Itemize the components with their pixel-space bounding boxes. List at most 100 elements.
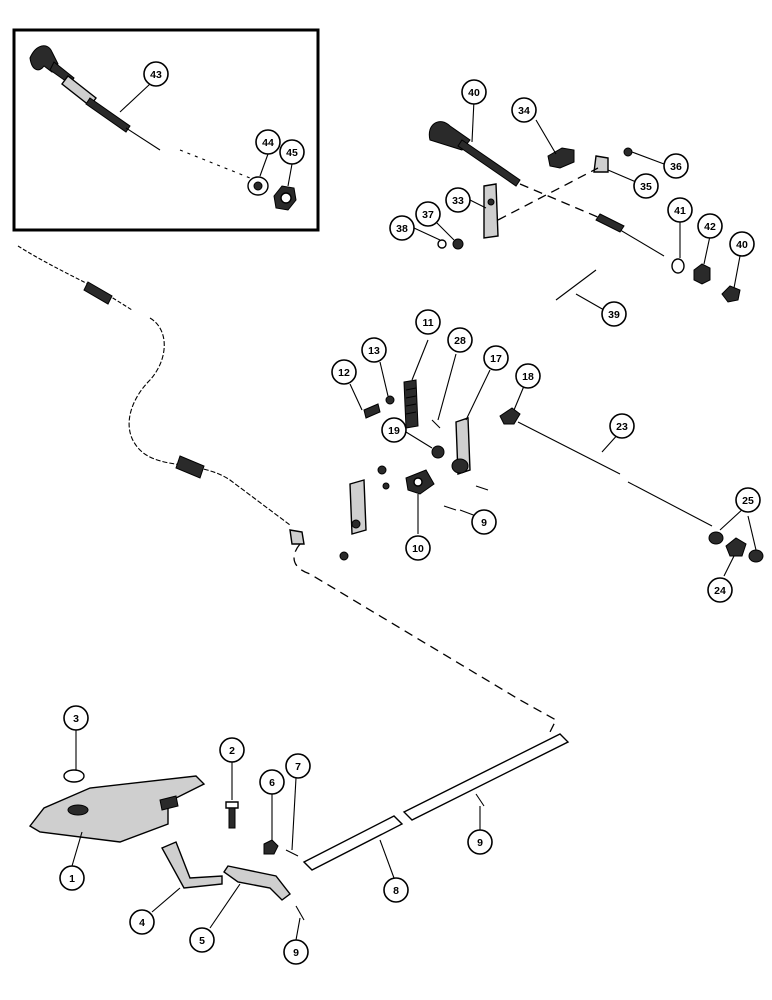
inset-panel: [12, 28, 320, 232]
part-8-rod: [302, 733, 570, 879]
callout-19: 19: [381, 417, 407, 443]
part-12-bolt: [349, 383, 381, 419]
callout-9-right: 9: [467, 829, 493, 855]
callout-label-18: 18: [522, 371, 534, 383]
mount-bracket: [339, 465, 390, 561]
callout-label-45: 45: [286, 147, 298, 159]
callout-39: 39: [601, 301, 627, 327]
part-43-throttle-knob: [29, 45, 251, 179]
callout-40-joint: 40: [729, 231, 755, 257]
callout-label-9-mid: 9: [481, 517, 487, 529]
callout-42: 42: [697, 213, 723, 239]
callout-label-41: 41: [674, 205, 686, 217]
callout-17: 17: [483, 345, 509, 371]
part-9-pin-lower: [295, 905, 305, 941]
callout-25: 25: [735, 487, 761, 513]
callout-1: 1: [59, 865, 85, 891]
part-24-connector: [723, 537, 747, 577]
inset-frame: [12, 28, 320, 232]
callout-label-37: 37: [422, 209, 434, 221]
part-7-pin: [285, 777, 299, 857]
callout-43: 43: [143, 61, 169, 87]
callout-33: 33: [445, 187, 471, 213]
callout-label-25: 25: [742, 495, 754, 507]
callout-8: 8: [383, 877, 409, 903]
part-19-washer: [405, 431, 445, 459]
throttle-cable: [17, 245, 305, 545]
callout-label-3: 3: [73, 713, 79, 725]
upper-right-assembly: [413, 99, 741, 311]
part-28-pin: [431, 353, 457, 429]
part-6-nut: [263, 794, 279, 855]
part-10-pivot: [405, 469, 435, 534]
callout-label-33: 33: [452, 195, 464, 207]
part-44-washer: [247, 153, 269, 196]
callout-label-40-joint: 40: [736, 239, 748, 251]
callout-35: 35: [633, 173, 659, 199]
part-40-throttle-knob: [428, 99, 521, 187]
part-34-bolt: [535, 119, 575, 169]
callout-label-9-right: 9: [477, 837, 483, 849]
callout-label-2: 2: [229, 745, 235, 757]
callout-label-42: 42: [704, 221, 716, 233]
part-45-nut: [273, 163, 297, 211]
callout-34: 34: [511, 97, 537, 123]
callout-label-34: 34: [518, 105, 530, 117]
callout-label-13: 13: [368, 345, 380, 357]
callout-9-lower: 9: [283, 939, 309, 965]
part-13-nut: [379, 361, 395, 405]
callout-label-17: 17: [490, 353, 502, 365]
callout-2: 2: [219, 737, 245, 763]
callout-label-10: 10: [412, 543, 424, 555]
callout-label-24: 24: [714, 585, 726, 597]
part-42-nut: [693, 235, 711, 285]
callout-45: 45: [279, 139, 305, 165]
callout-37: 37: [415, 201, 441, 227]
part-37-nut: [433, 219, 464, 250]
callout-label-23: 23: [616, 421, 628, 433]
callout-label-11: 11: [422, 317, 433, 329]
part-36-screw: [623, 147, 665, 165]
part-11-spring: [403, 339, 429, 429]
callout-11: 11: [415, 309, 441, 335]
part-23-rod: [517, 421, 713, 527]
callout-38: 38: [389, 215, 415, 241]
callout-5: 5: [189, 927, 215, 953]
callout-label-38: 38: [396, 223, 408, 235]
callout-label-43: 43: [150, 69, 162, 81]
callout-label-19: 19: [388, 425, 400, 437]
part-33-bracket: [469, 183, 499, 239]
callout-44: 44: [255, 129, 281, 155]
callout-24: 24: [707, 577, 733, 603]
callout-label-5: 5: [199, 935, 205, 947]
callout-label-9-lower: 9: [293, 947, 299, 959]
part-39-pin: [555, 269, 605, 311]
part-1-pedal-plate: [28, 775, 206, 867]
callout-40-knob: 40: [461, 79, 487, 105]
callout-6: 6: [259, 769, 285, 795]
callout-23: 23: [609, 413, 635, 439]
callout-label-6: 6: [269, 777, 275, 789]
callout-label-36: 36: [670, 161, 682, 173]
callout-41: 41: [667, 197, 693, 223]
part-2-bolt: [225, 762, 239, 829]
part-18-ball-joint: [499, 385, 525, 425]
callout-label-12: 12: [338, 367, 350, 379]
part-5-bracket: [209, 865, 291, 929]
callout-label-35: 35: [640, 181, 652, 193]
part-9-pin-right: [475, 793, 485, 830]
part-4-lever: [151, 841, 223, 913]
part-40-ball-joint: [721, 255, 741, 303]
part-41-washer: [671, 222, 685, 274]
part-3-cap: [63, 730, 85, 783]
callout-label-8: 8: [393, 885, 399, 897]
callout-label-7: 7: [295, 761, 301, 773]
part-38-washer: [413, 227, 447, 249]
callout-7: 7: [285, 753, 311, 779]
callout-12: 12: [331, 359, 357, 385]
callout-18: 18: [515, 363, 541, 389]
callout-label-1: 1: [69, 873, 75, 885]
callout-3: 3: [63, 705, 89, 731]
callout-28: 28: [447, 327, 473, 353]
